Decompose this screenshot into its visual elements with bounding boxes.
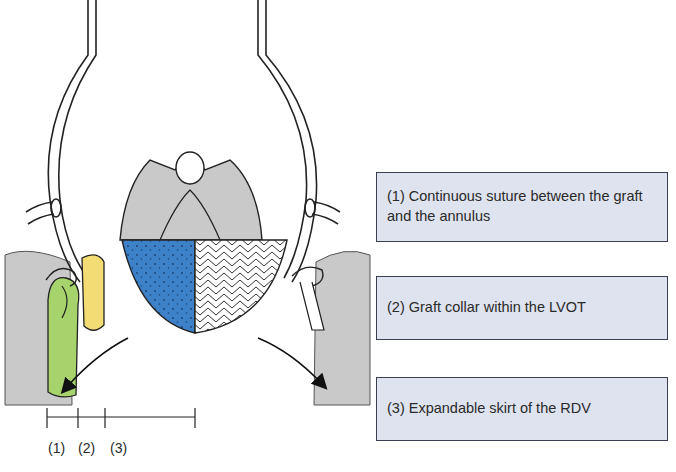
callout-text-wrap: (3) Expandable skirt of the RDV [387, 399, 591, 419]
graft-collar [82, 255, 104, 330]
callout-box: (2) Graft collar within the LVOT [376, 276, 668, 340]
callout-text: (3) Expandable skirt of the RDV [387, 399, 591, 419]
callout-text-wrap: (1) Continuous suture between the graft … [387, 187, 657, 226]
callout-text: (2) Graft collar within the LVOT [387, 298, 586, 318]
callout-text-wrap: (2) Graft collar within the LVOT [387, 298, 586, 318]
valve-leaflet-line [160, 190, 220, 240]
callout-text: (1) Continuous suture between the graft … [387, 187, 657, 226]
callout-number: (1) [48, 440, 65, 456]
graft-right [300, 282, 324, 330]
graft-fold [62, 286, 67, 318]
callout-number: (2) [78, 440, 95, 456]
expandable-skirt-hatched [195, 240, 287, 333]
valve-commissure [176, 152, 204, 184]
expandable-skirt [122, 240, 195, 333]
callout-box: (1) Continuous suture between the graft … [376, 172, 668, 242]
callout-number: (3) [110, 440, 127, 456]
expansion-arrow [66, 338, 128, 388]
dimension-bracket [47, 408, 195, 428]
suture-loop [46, 268, 76, 286]
expansion-arrow [258, 338, 322, 384]
callout-box: (3) Expandable skirt of the RDV [376, 377, 668, 441]
